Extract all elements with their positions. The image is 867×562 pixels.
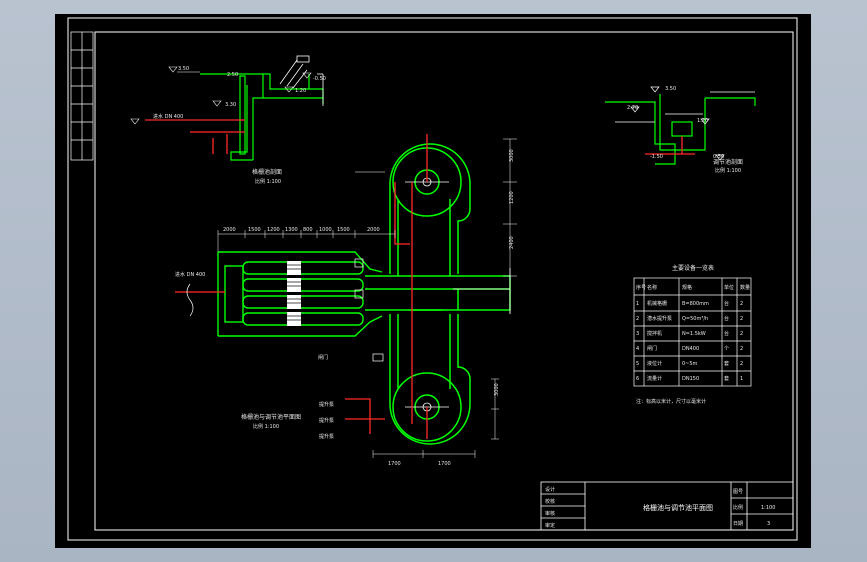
drawing-frame [67, 17, 798, 541]
table-cell: 5 [636, 361, 639, 367]
table-cell: 2 [740, 346, 743, 352]
table-cell: DN150 [682, 376, 699, 382]
pipe-label-mid: 进水 DN 400 [175, 271, 205, 278]
pump-label-1: 提升泵 [319, 401, 334, 408]
tb-label-1: 图号 [733, 489, 743, 495]
table-cell: 台 [724, 315, 729, 322]
pipe-label-top: 进水 DN 400 [153, 113, 183, 120]
table-title: 主要设备一览表 [672, 264, 714, 272]
table-cell: 3 [636, 331, 639, 337]
tb-label-2: 比例 [733, 504, 743, 511]
dim-top-2: 1500 [248, 227, 261, 233]
plan-scale: 比例 1:100 [253, 423, 279, 430]
dim-top-7: 1500 [337, 227, 350, 233]
table-cell: 2 [740, 301, 743, 307]
section-a: 3.50 3.30 2.50 1.20 -0.50 进水 DN 400 格栅池剖… [130, 55, 326, 185]
elev-b5: -1.50 [650, 154, 663, 160]
table-cell: B=800mm [682, 301, 709, 307]
section-b: 3.50 2.70 1.20 0.50 -1.50 调节池剖面 比例 1:100 [605, 86, 756, 174]
table-cell: 机械格栅 [647, 300, 667, 307]
dim-top-8: 2000 [367, 227, 380, 233]
dim-top-1: 2000 [223, 227, 236, 233]
dim-bottom-1: 1700 [388, 461, 401, 467]
plan-title: 格栅池与调节池平面图 [241, 413, 301, 421]
table-cell: 台 [724, 330, 729, 337]
dim-top-3: 1200 [267, 227, 280, 233]
title-block: 设计 校核 审核 审定 格栅池与调节池平面图 图号 比例 日期 1:100 3 [540, 481, 794, 531]
elev-a3: 2.50 [227, 72, 238, 78]
elev-a2: 3.30 [225, 102, 236, 108]
section-a-title: 格栅池剖面 [252, 168, 282, 176]
dim-top-6: 1000 [319, 227, 332, 233]
elev-b3: 1.20 [697, 118, 708, 124]
table-header-cell: 序号 [636, 284, 646, 291]
table-note: 注：标高以米计，尺寸以毫米计 [636, 398, 706, 405]
dim-right-3: 2400 [509, 236, 515, 249]
equipment-table: 主要设备一览表 序号名称 规格 单位数量 1 机械格栅 B=800mm 台 2 2 潜水提升泵 Q=… [633, 264, 752, 405]
dim-bottom-2: 1700 [438, 461, 451, 467]
pump-label-2: 提升泵 [319, 417, 334, 424]
table-cell: 个 [724, 346, 729, 352]
elev-b1: 3.50 [665, 86, 676, 92]
dim-top-4: 1300 [285, 227, 298, 233]
tb-row-1: 设计 [545, 486, 555, 493]
table-cell: 2 [740, 361, 743, 367]
table-header-cell: 数量 [740, 284, 750, 291]
tb-row-2: 校核 [545, 498, 555, 505]
table-cell: 套 [724, 375, 729, 382]
table-cell: 套 [724, 360, 729, 367]
elev-a1: 3.50 [178, 66, 189, 72]
cad-viewport[interactable]: 3.50 3.30 2.50 1.20 -0.50 进水 DN 400 格栅池剖… [55, 14, 811, 548]
tb-value-3: 3 [767, 521, 770, 527]
table-cell: 搅拌机 [647, 330, 662, 337]
tb-row-3: 审核 [545, 510, 555, 517]
table-cell: 0~5m [682, 361, 698, 367]
dim-right-4: 3000 [494, 383, 500, 396]
table-cell: 1 [740, 376, 743, 382]
table-cell: 4 [636, 346, 639, 352]
tb-label-3: 日期 [733, 521, 743, 527]
table-cell: Q=50m³/h [682, 316, 708, 322]
tb-drawing-title: 格栅池与调节池平面图 [643, 503, 713, 512]
table-header-cell: 名称 [647, 284, 657, 291]
section-a-scale: 比例 1:100 [255, 178, 281, 185]
table-cell: N=1.5kW [682, 331, 706, 337]
tb-row-4: 审定 [545, 522, 555, 529]
valve-tag: 闸门 [318, 354, 328, 361]
table-cell: 2 [740, 316, 743, 322]
elev-a4: 1.20 [295, 88, 306, 94]
elev-b2: 2.70 [627, 105, 638, 111]
table-cell: 液位计 [647, 360, 662, 367]
table-cell: 台 [724, 300, 729, 307]
section-b-title: 调节池剖面 [713, 158, 743, 166]
table-header-cell: 单位 [724, 284, 734, 291]
dim-top-5: 800 [303, 227, 313, 233]
table-header-cell: 规格 [682, 284, 692, 291]
plan-view: 2000 1500 1200 1300 800 1000 1500 2000 3… [175, 134, 517, 467]
binding-strip [70, 31, 94, 161]
table-cell: 6 [636, 376, 639, 382]
table-cell: 流量计 [647, 375, 662, 382]
dim-right-1: 3000 [509, 149, 515, 162]
table-cell: 潜水提升泵 [647, 315, 672, 322]
table-cell: 1 [636, 301, 639, 307]
table-cell: 2 [740, 331, 743, 337]
table-cell: DN400 [682, 346, 699, 352]
dim-right-2: 1200 [509, 191, 515, 204]
table-cell: 闸门 [647, 345, 657, 352]
elev-a5: -0.50 [313, 76, 326, 82]
section-b-scale: 比例 1:100 [715, 167, 741, 174]
tb-value-2: 1:100 [761, 505, 775, 511]
pump-label-3: 提升泵 [319, 433, 334, 440]
cad-drawing: 3.50 3.30 2.50 1.20 -0.50 进水 DN 400 格栅池剖… [67, 17, 798, 541]
elev-b4: 0.50 [713, 154, 724, 160]
table-cell: 2 [636, 316, 639, 322]
